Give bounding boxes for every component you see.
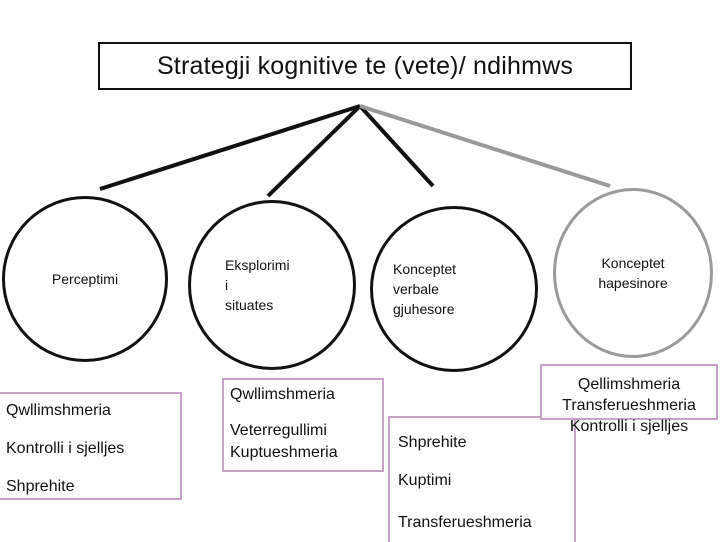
box-line: Kuptimi — [398, 472, 452, 489]
circle-eksplorimi: Eksplorimi i situates — [188, 200, 356, 370]
connector-to-eksplorimi — [266, 104, 362, 198]
connector-to-konceptet-hapesinore — [359, 104, 611, 188]
box-konceptet-hapesinore-skills: Qellimshmeria Transferueshmeria Kontroll… — [540, 364, 718, 435]
circle-label: Perceptimi — [51, 271, 119, 287]
box-line: Qwllimshmeria — [230, 386, 335, 403]
circle-line: Konceptet — [601, 255, 665, 271]
circle-perceptimi: Perceptimi — [2, 196, 168, 362]
box-konceptet-verbale-skills: Shprehite Kuptimi Transferueshmeria — [388, 416, 576, 542]
circle-line: verbale — [393, 281, 439, 297]
circle-line: hapesinore — [598, 275, 668, 291]
diagram-title: Strategji kognitive te (vete)/ ndihmws — [98, 42, 632, 90]
box-line: Transferueshmeria — [398, 514, 532, 531]
box-line: Kuptueshmeria — [230, 444, 338, 461]
box-line: Shprehite — [398, 434, 467, 451]
circle-line: i — [225, 277, 229, 293]
circle-line: Konceptet — [393, 261, 457, 277]
circle-line: gjuhesore — [393, 301, 455, 317]
box-line: Shprehite — [6, 478, 75, 495]
connector-to-konceptet-verbale — [358, 104, 435, 188]
circle-konceptet-verbale: Konceptet verbale gjuhesore — [370, 206, 538, 372]
box-eksplorimi-skills: Qwllimshmeria Veterregullimi Kuptueshmer… — [222, 378, 384, 472]
circle-line: Eksplorimi — [225, 257, 290, 273]
circle-konceptet-hapesinore: Konceptet hapesinore — [553, 188, 713, 358]
circle-line: situates — [225, 297, 274, 313]
box-line: Qwllimshmeria — [6, 402, 111, 419]
box-line: Veterregullimi — [230, 422, 327, 439]
box-line: Kontrolli i sjelljes — [569, 418, 689, 435]
box-line: Qellimshmeria — [577, 376, 681, 393]
box-line: Kontrolli i sjelljes — [6, 440, 125, 457]
connector-to-perceptimi — [99, 104, 361, 191]
box-line: Transferueshmeria — [562, 397, 696, 414]
box-perceptimi-skills: Qwllimshmeria Kontrolli i sjelljes Shpre… — [0, 392, 182, 500]
